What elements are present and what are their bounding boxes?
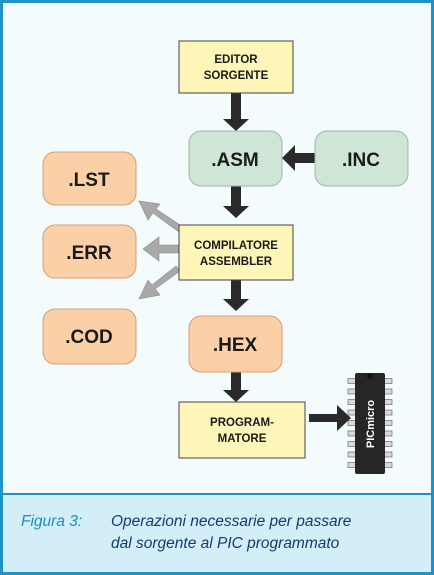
programmer-box xyxy=(178,401,306,459)
arrow-hex-to-programmer xyxy=(223,372,249,402)
figure-number: Figura 3: xyxy=(21,513,83,530)
programmer-label-line1: PROGRAM- xyxy=(210,417,274,429)
arrow-compiler-to-err xyxy=(142,236,180,262)
inc-label: .INC xyxy=(342,150,380,171)
caption-line-1: Operazioni necessarie per passare xyxy=(111,513,352,530)
arrow-compiler-to-cod xyxy=(138,265,181,300)
arrow-inc-to-asm xyxy=(282,145,315,171)
editor-label-line2: SORGENTE xyxy=(204,70,269,82)
arrow-editor-to-asm xyxy=(223,93,249,131)
asm-box xyxy=(188,130,283,187)
flow-diagram: EDITOR SORGENTE .ASM .INC .LST .ERR .COD xyxy=(42,40,409,474)
cod-box xyxy=(42,308,137,365)
arrow-compiler-to-hex xyxy=(223,280,249,311)
inc-box xyxy=(314,130,409,187)
err-label: .ERR xyxy=(66,243,112,264)
editor-box xyxy=(178,40,294,94)
pic-chip-icon: PICmicro xyxy=(347,373,393,474)
compiler-label-line2: ASSEMBLER xyxy=(200,256,273,268)
arrow-asm-to-compiler xyxy=(223,186,249,218)
editor-label-line1: EDITOR xyxy=(214,54,258,66)
compiler-box xyxy=(178,224,294,281)
hex-label: .HEX xyxy=(213,335,258,356)
caption-line-2: dal sorgente al PIC programmato xyxy=(111,535,340,552)
chip-body xyxy=(355,373,385,474)
diagram-area: EDITOR SORGENTE .ASM .INC .LST .ERR .COD xyxy=(3,3,431,493)
chip-label: PICmicro xyxy=(365,400,377,449)
programmer-label-line2: MATORE xyxy=(218,433,267,445)
lst-box xyxy=(42,151,137,206)
err-box xyxy=(42,224,137,279)
asm-label: .ASM xyxy=(211,150,259,171)
lst-label: .LST xyxy=(68,170,110,191)
caption-box: Figura 3: Operazioni necessarie per pass… xyxy=(3,493,431,572)
compiler-label-line1: COMPILATORE xyxy=(194,240,278,252)
arrow-compiler-to-lst xyxy=(138,200,184,233)
hex-box xyxy=(188,315,283,373)
chip-notch xyxy=(367,373,373,379)
cod-label: .COD xyxy=(65,327,113,348)
arrow-programmer-to-chip xyxy=(309,405,351,431)
